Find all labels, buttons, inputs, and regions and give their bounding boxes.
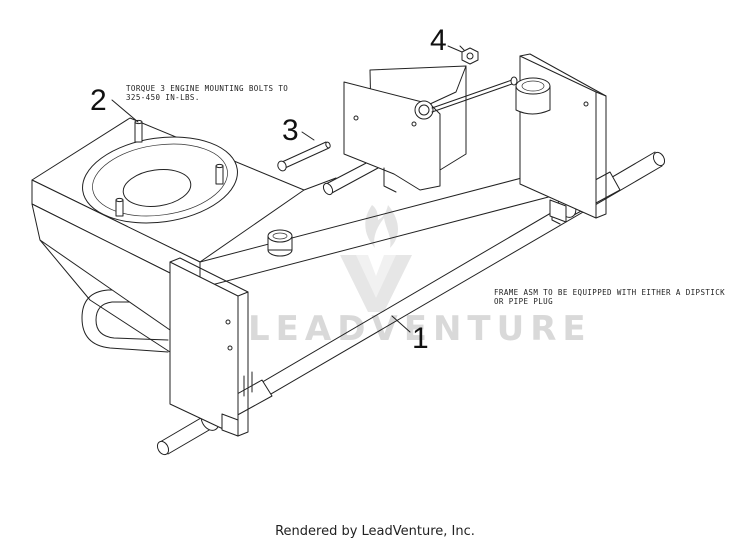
callout-3: 3 <box>282 114 299 147</box>
bolt-part-3 <box>277 141 331 172</box>
engine-mount-stud <box>115 197 124 217</box>
frame-note-line-2: OR PIPE PLUG <box>494 297 553 306</box>
callout-1: 1 <box>412 322 429 355</box>
render-credit: Rendered by LeadVenture, Inc. <box>275 524 475 539</box>
callout-2: 2 <box>90 84 107 117</box>
main-frame <box>31 117 561 353</box>
left-side-plate <box>169 257 249 437</box>
upper-link-rod <box>431 76 518 113</box>
watermark-text: LEADVENTURE <box>248 309 592 349</box>
frame-note-line-1: FRAME ASM TO BE EQUIPPED WITH EITHER A D… <box>494 288 725 297</box>
torque-note-line-1: TORQUE 3 ENGINE MOUNTING BOLTS TO <box>126 84 288 93</box>
leader-lines <box>111 45 463 333</box>
nut-part-4 <box>459 45 479 65</box>
spacer-tube <box>322 159 379 196</box>
leadventure-watermark-logo <box>340 205 412 312</box>
torque-note-line-2: 325-450 IN-LBS. <box>126 93 200 102</box>
pivot-bushing-upper <box>515 77 551 115</box>
dipstick-fitting <box>267 229 293 257</box>
center-bracket <box>343 65 467 193</box>
engine-mount-stud <box>215 163 224 185</box>
engine-mount-stud <box>134 119 143 143</box>
lower-tube-loop <box>81 289 169 353</box>
callout-4: 4 <box>430 24 447 57</box>
